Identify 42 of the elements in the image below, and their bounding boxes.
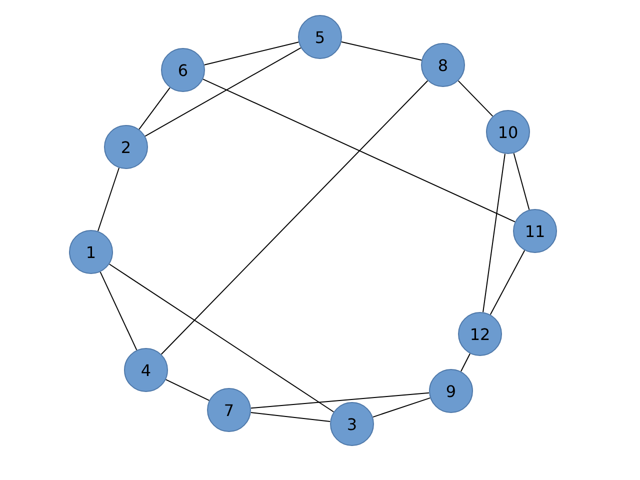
connector-line [250, 412, 331, 422]
graph-node-circle [161, 48, 205, 92]
connector-line [460, 353, 471, 372]
graph-node-circle [298, 15, 342, 59]
connector-line [482, 153, 506, 313]
graph-node-circle [69, 230, 113, 274]
graph-node-circle [104, 125, 148, 169]
node-label: 12 [470, 324, 490, 344]
node-label: 11 [524, 222, 546, 240]
connector-line [250, 392, 430, 409]
connector-line [513, 152, 530, 210]
graph-node-circle [330, 402, 374, 446]
node-label: 7 [224, 400, 234, 420]
graph-node-circle [429, 369, 473, 413]
node-label: 8 [438, 56, 448, 74]
node-label: 6 [178, 60, 188, 80]
connector-line [165, 379, 210, 401]
graph-node-circle [513, 209, 557, 253]
connector-line [100, 271, 138, 351]
connector-line [160, 80, 428, 355]
connector-line [108, 264, 334, 412]
connector-line [372, 397, 431, 418]
connector-line [490, 250, 526, 316]
connector-line [144, 47, 302, 137]
graph-node-circle [486, 110, 530, 154]
graph-node-circle [421, 43, 465, 87]
node-label: 1 [86, 242, 96, 262]
node-label: 4 [140, 360, 152, 380]
graph-node-circle [124, 348, 168, 392]
node-label: 10 [498, 122, 518, 142]
connector-line [340, 41, 422, 61]
connector-line [204, 42, 300, 66]
connector-line [202, 78, 516, 222]
node-label: 3 [346, 414, 358, 434]
connector-line [97, 167, 120, 232]
node-label: 2 [120, 138, 132, 156]
connector-line [458, 80, 494, 117]
connector-line [138, 87, 170, 130]
node-label: 9 [446, 382, 456, 400]
graph-node-circle [458, 312, 502, 356]
graph-node-circle [207, 388, 251, 432]
node-label: 5 [314, 28, 326, 46]
